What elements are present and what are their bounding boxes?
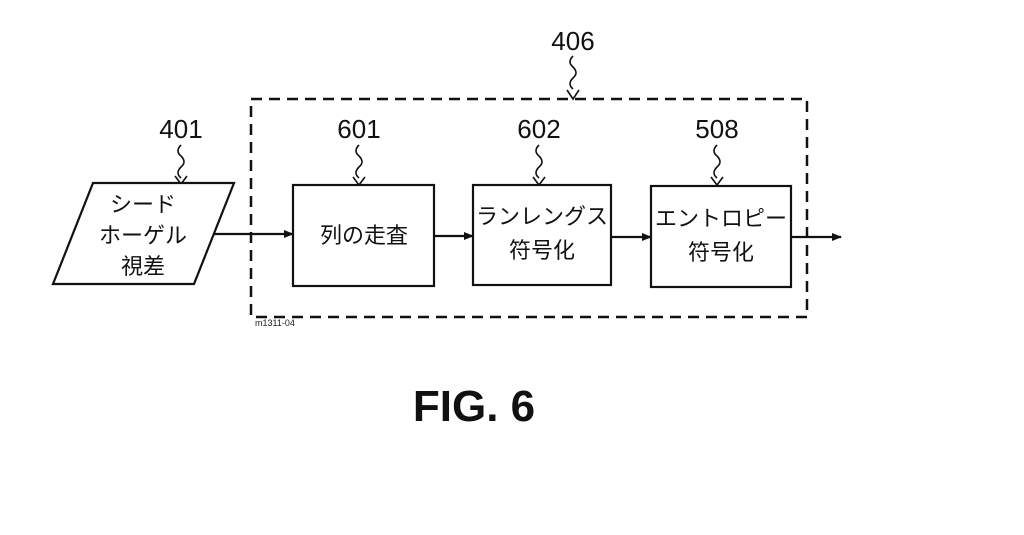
figure-title: FIG. 6 <box>413 382 535 431</box>
block-508-label-line2: 符号化 <box>688 241 754 266</box>
ref-label-508: 508 <box>695 114 738 144</box>
leader-601 <box>356 145 362 178</box>
ref-label-601: 601 <box>337 114 380 144</box>
block-602-label-line1: ランレングス <box>476 205 608 230</box>
block-508-label-line1: エントロピー <box>655 207 787 232</box>
leader-602 <box>536 145 542 178</box>
block-601-label: 列の走査 <box>320 224 408 249</box>
leader-406-tip <box>567 90 579 99</box>
input-label-line2: ホーゲル <box>99 224 187 249</box>
block-508 <box>651 186 791 287</box>
input-label-line1: シード <box>110 193 176 218</box>
input-label-line3: 視差 <box>121 255 165 280</box>
leader-406 <box>570 56 576 89</box>
block-602-label-line2: 符号化 <box>509 239 575 264</box>
leader-401 <box>178 145 184 178</box>
ref-label-401: 401 <box>159 114 202 144</box>
leader-508-tip <box>711 177 723 185</box>
leader-508 <box>714 145 720 178</box>
drawing-code: m1311-04 <box>255 318 295 328</box>
ref-label-406: 406 <box>551 26 594 56</box>
leader-601-tip <box>353 177 365 185</box>
leader-602-tip <box>533 177 545 185</box>
block-602 <box>473 185 611 285</box>
ref-label-602: 602 <box>517 114 560 144</box>
